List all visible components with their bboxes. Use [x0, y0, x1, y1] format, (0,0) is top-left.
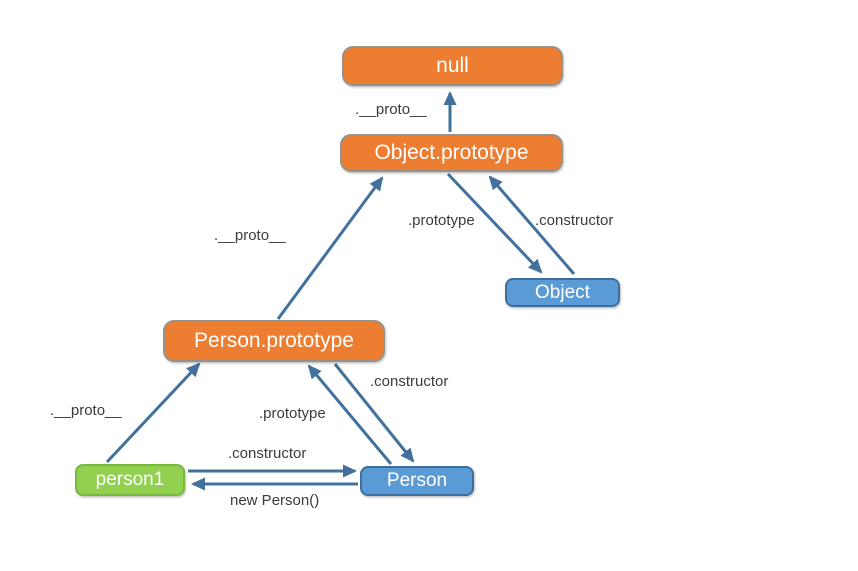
edge-label-new-person: new Person() [230, 492, 320, 509]
node-person1: person1 [75, 464, 185, 496]
edge-label-prototype-person: .prototype [259, 405, 326, 422]
edge-label-constructor-person: .constructor [370, 373, 449, 390]
arrow-person-to-personprototype [307, 364, 393, 465]
arrow-personprototype-to-person [333, 363, 415, 463]
arrow-person1-to-personprototype [105, 362, 201, 464]
edge-label-constructor-object: .constructor [535, 212, 614, 229]
edge-label-proto-objectprototype-null: .__proto__ [355, 101, 427, 118]
node-object: Object [505, 278, 620, 307]
node-null: null [342, 46, 563, 86]
edge-label-constructor-person1: .constructor [228, 445, 307, 462]
edge-label-proto-personprototype-objectprototype: .__proto__ [214, 227, 286, 244]
edge-label-prototype-object: .prototype [408, 212, 475, 229]
arrow-object-to-objectprototype [488, 175, 576, 275]
node-person: Person [360, 466, 474, 496]
edge-label-proto-person1-personprototype: .__proto__ [50, 402, 122, 419]
arrow-objectprototype-to-object [446, 172, 543, 274]
node-object-prototype: Object.prototype [340, 134, 563, 172]
arrow-personprototype-to-objectprototype [276, 176, 384, 320]
node-person-prototype: Person.prototype [163, 320, 385, 362]
